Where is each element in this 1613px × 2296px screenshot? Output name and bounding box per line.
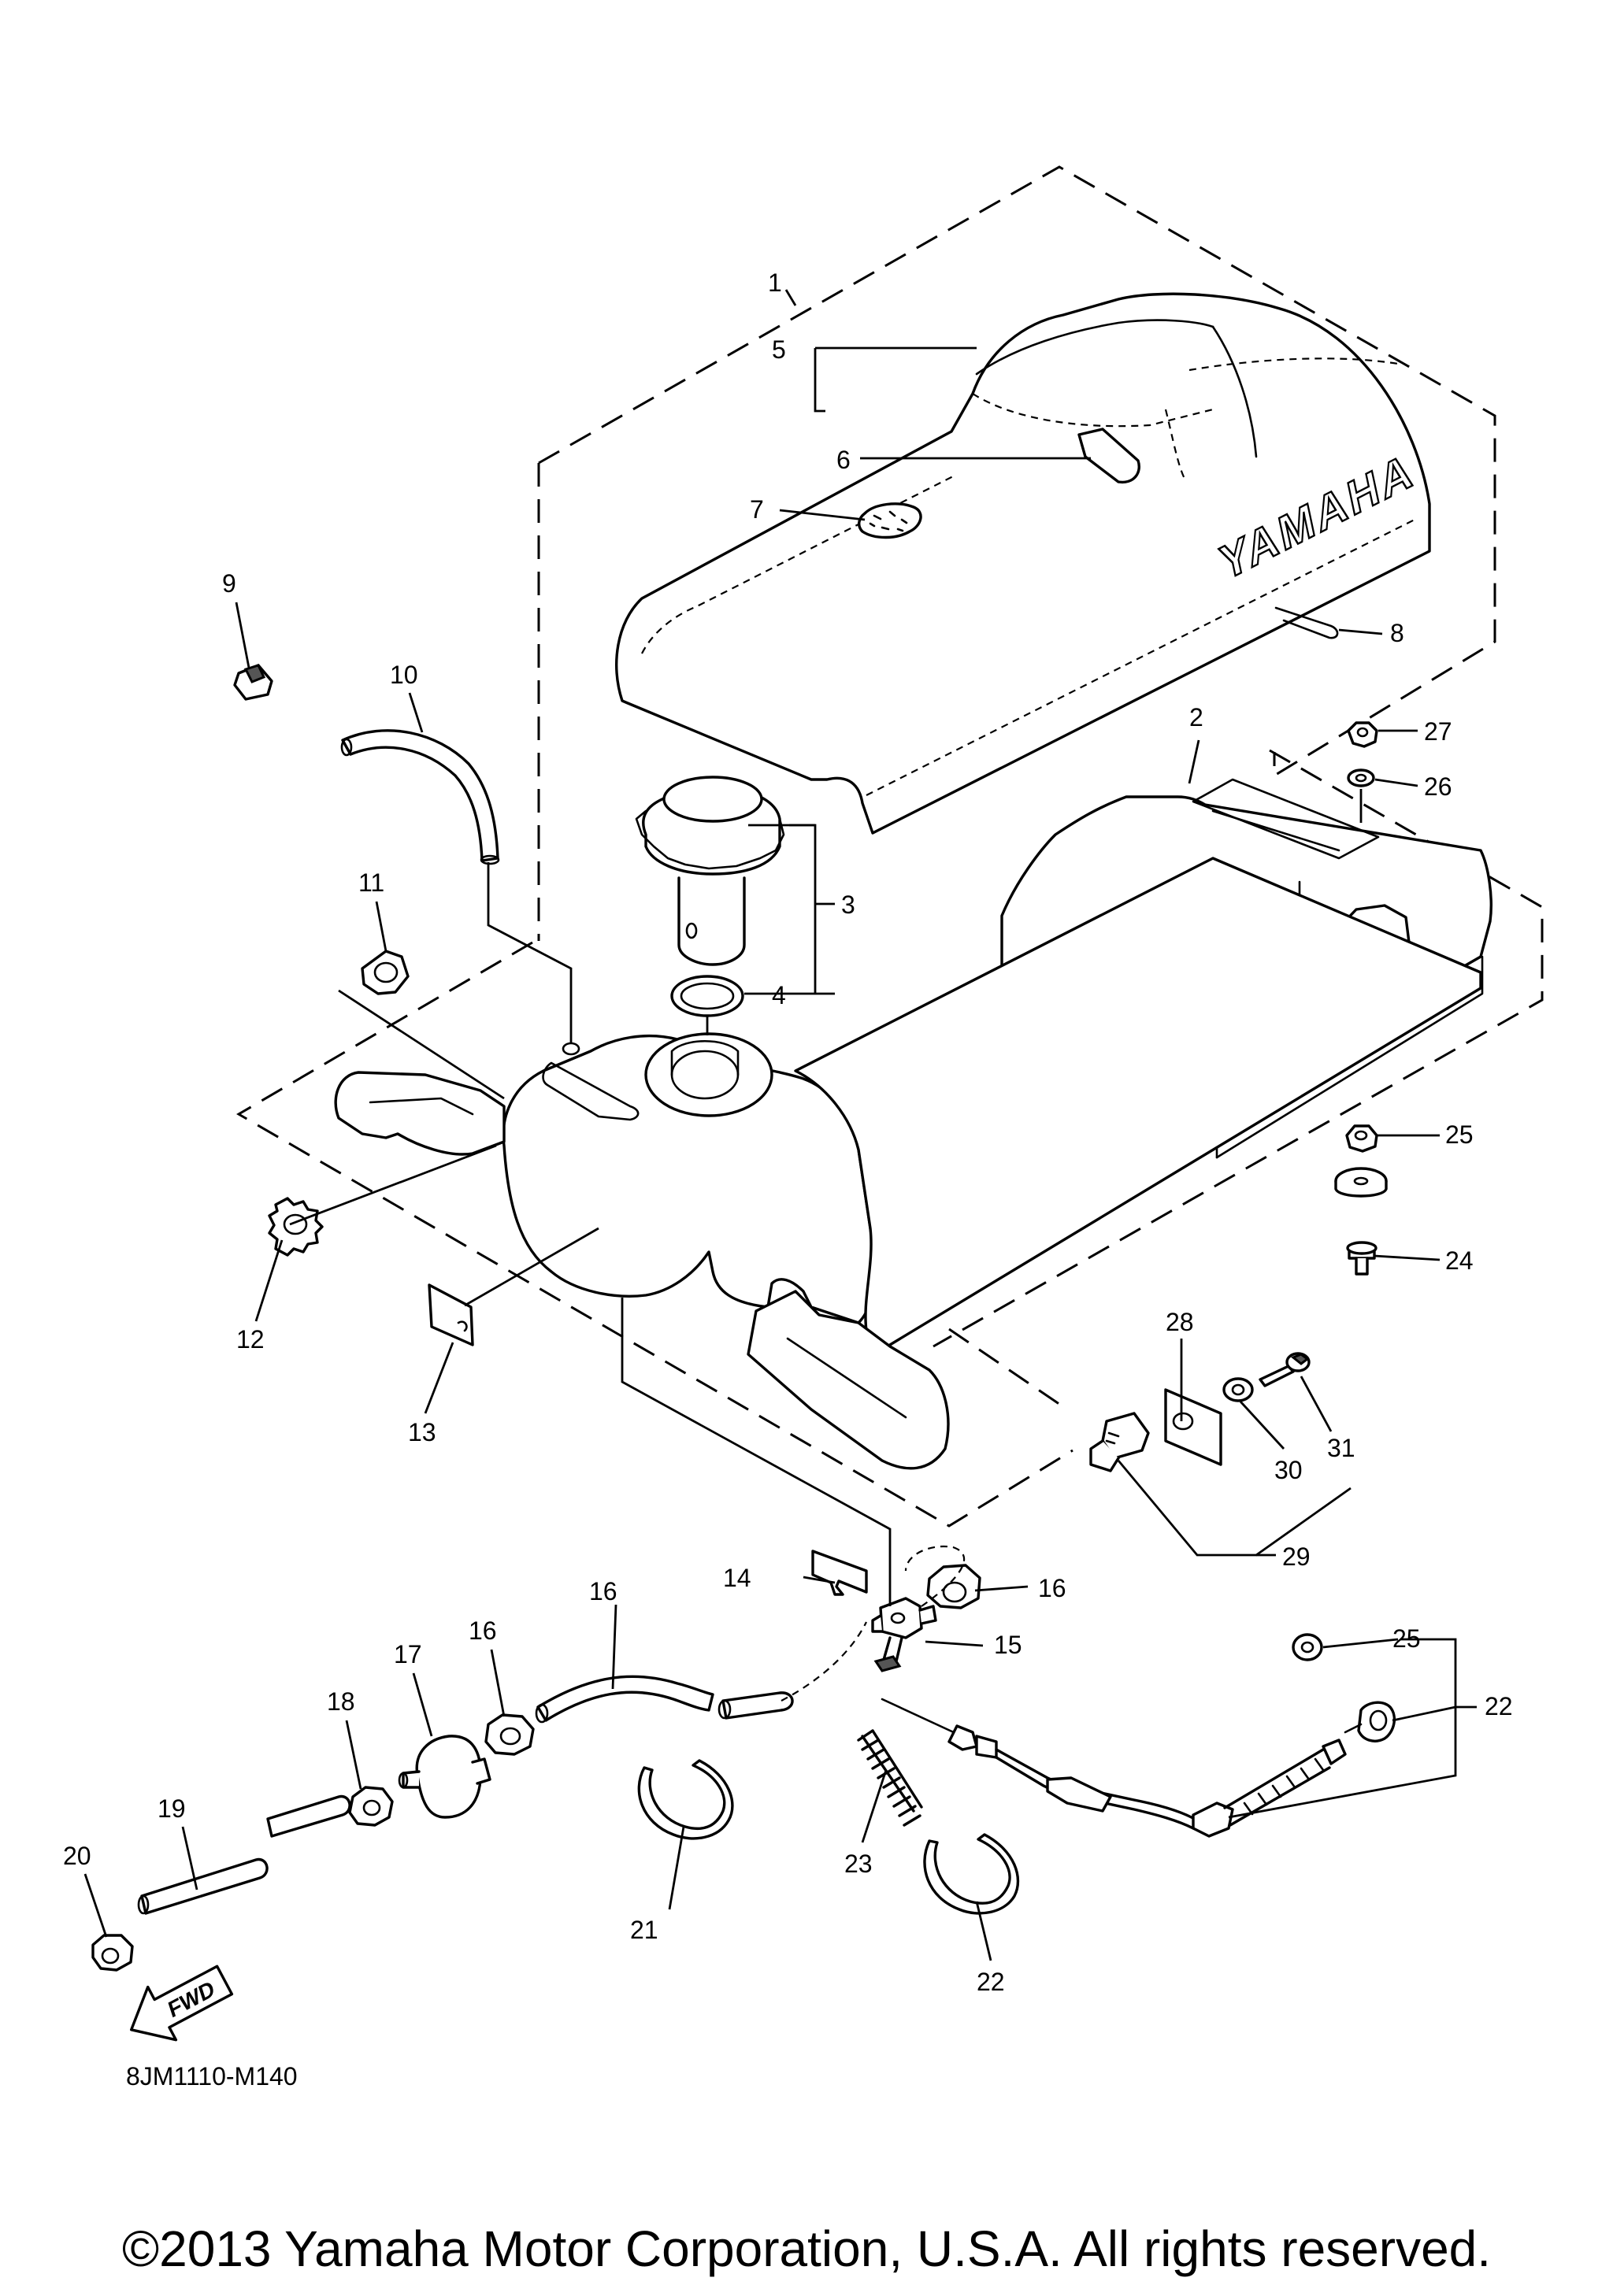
hose-clip-small bbox=[233, 664, 273, 701]
callout-33: 31 bbox=[1327, 1434, 1355, 1462]
copyright-notice: ©2013 Yamaha Motor Corporation, U.S.A. A… bbox=[121, 2220, 1492, 2277]
callout-2: 2 bbox=[1189, 703, 1203, 731]
seat-wire-clip bbox=[1274, 606, 1339, 639]
callout-30: 28 bbox=[1166, 1308, 1194, 1336]
return-spring bbox=[857, 1729, 923, 1827]
fuel-filter bbox=[398, 1735, 491, 1819]
clamp-19 bbox=[348, 1786, 394, 1827]
callout-27: 25 bbox=[1445, 1120, 1474, 1149]
callout-5: 5 bbox=[772, 335, 786, 364]
leader-lines bbox=[83, 289, 1477, 1961]
callout-18: 17 bbox=[394, 1640, 422, 1668]
callout-31: 29 bbox=[1282, 1542, 1311, 1571]
warning-label bbox=[428, 1283, 474, 1346]
callout-numbers: 1 5 6 7 8 9 10 11 3 4 2 27 26 25 24 12 1… bbox=[63, 268, 1513, 1996]
damper-27 bbox=[1334, 1167, 1388, 1198]
fuel-hose bbox=[535, 1545, 966, 1724]
callout-11: 11 bbox=[358, 868, 384, 897]
callout-32: 30 bbox=[1274, 1456, 1303, 1484]
choke-cable bbox=[881, 1698, 1396, 1838]
band-22-right bbox=[923, 1833, 1020, 1915]
seat-tab bbox=[1077, 428, 1140, 484]
seat-cushion bbox=[615, 292, 1431, 835]
callout-16-lower: 16 bbox=[469, 1616, 497, 1645]
callout-15: 15 bbox=[994, 1631, 1022, 1659]
callout-16-upper: 16 bbox=[1038, 1574, 1066, 1602]
callout-20: 19 bbox=[158, 1794, 186, 1823]
callout-3: 3 bbox=[841, 891, 855, 919]
fuel-cap bbox=[635, 776, 785, 966]
callout-8: 8 bbox=[1390, 619, 1404, 647]
callout-23: 23 bbox=[844, 1850, 873, 1878]
sender-unit-31 bbox=[1089, 1412, 1150, 1472]
seat-foam bbox=[858, 502, 922, 539]
nut-16-upper bbox=[926, 1564, 981, 1609]
clamp-21 bbox=[91, 1934, 134, 1972]
grommet-32 bbox=[1222, 1377, 1254, 1402]
callout-25: 25 bbox=[1392, 1624, 1421, 1653]
callout-22-right: 22 bbox=[977, 1968, 1005, 1996]
sender-plate-30 bbox=[1164, 1388, 1222, 1466]
callout-19: 18 bbox=[327, 1687, 355, 1716]
grommet-25 bbox=[1292, 1633, 1323, 1661]
clamp-16-lower bbox=[484, 1713, 535, 1756]
vent-hose bbox=[340, 729, 500, 865]
screw-33 bbox=[1259, 1352, 1311, 1387]
callout-6: 6 bbox=[836, 446, 851, 474]
callout-4: 4 bbox=[772, 981, 786, 1009]
callout-22-left: 21 bbox=[630, 1916, 658, 1944]
callout-24: 22 bbox=[1485, 1692, 1513, 1720]
lock-washer bbox=[268, 1197, 324, 1257]
callout-26: 24 bbox=[1445, 1246, 1474, 1275]
band-22-left bbox=[637, 1759, 734, 1840]
bolt-26 bbox=[1346, 1241, 1378, 1276]
callout-1: 1 bbox=[768, 268, 782, 297]
bracket-14 bbox=[811, 1550, 868, 1596]
seat-assembly-boundary bbox=[537, 165, 1496, 941]
callout-21: 20 bbox=[63, 1842, 91, 1870]
callout-29: 27 bbox=[1424, 717, 1452, 746]
callout-12: 12 bbox=[236, 1325, 265, 1354]
grommet bbox=[361, 950, 410, 995]
callout-28: 26 bbox=[1424, 772, 1452, 801]
tank-assembly-boundary bbox=[236, 749, 1544, 1528]
callout-13: 13 bbox=[408, 1418, 436, 1446]
diagram-code: 8JM1110-M140 bbox=[126, 2062, 298, 2090]
fuel-cock bbox=[871, 1597, 937, 1672]
nut-27 bbox=[1345, 1124, 1378, 1153]
fuel-tank bbox=[334, 857, 1482, 1470]
washer-28 bbox=[1347, 768, 1375, 787]
hose-20 bbox=[137, 1794, 351, 1915]
callout-17: 16 bbox=[589, 1577, 617, 1605]
callout-9: 9 bbox=[222, 569, 236, 598]
fwd-arrow-icon: FWD bbox=[130, 1965, 234, 2042]
nut-29 bbox=[1347, 721, 1378, 748]
callout-10: 10 bbox=[390, 661, 418, 689]
callout-7: 7 bbox=[750, 495, 764, 524]
o-ring bbox=[670, 975, 744, 1017]
callout-14: 14 bbox=[723, 1564, 751, 1592]
